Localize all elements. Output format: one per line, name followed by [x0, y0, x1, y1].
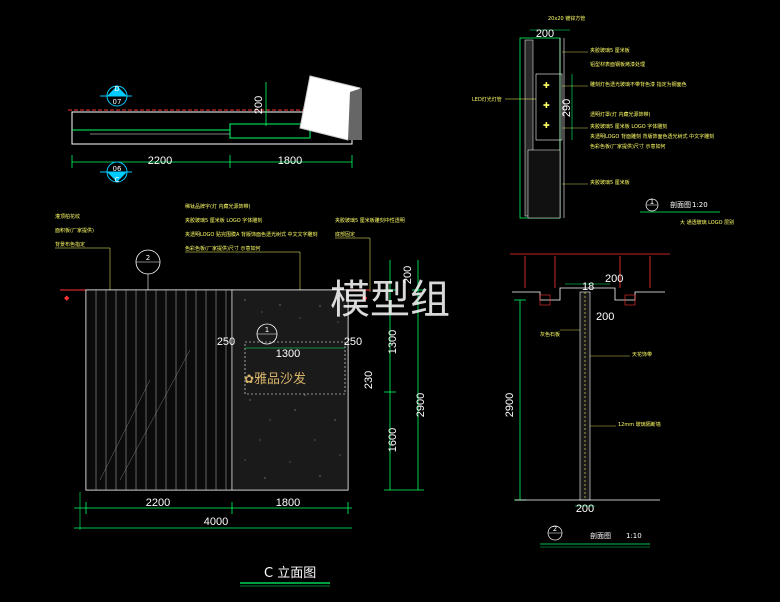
sec1-marker: 1	[650, 198, 654, 206]
sec1-bottom-note: 大 通透玻璃 LOGO 层别	[680, 219, 734, 226]
elevation-notes-mid: 稀钛品牌字(灯 内藏光源饰带) 夹胶玻璃5 厘米板 LOGO 字体雕刻 夹透明L…	[185, 203, 318, 300]
sec1-dim-top: 200	[536, 28, 554, 40]
elevation-notes-right: 夹胶玻璃5 厘米板雕刻中性透明 底部固定	[335, 217, 405, 292]
elev-dim-inner-w: 1300	[276, 348, 300, 360]
elev-note-left-0: 灌顶柏花纹	[55, 213, 80, 220]
sec1-note-2: 雕刻灯色透光玻璃不带背色漆 指定为钢面色	[590, 81, 687, 88]
sec2-scale: 1:10	[626, 532, 642, 540]
plan-dim-right: 1800	[278, 155, 302, 167]
left-panel-hatch	[95, 290, 227, 490]
sec1-note-4: 夹胶玻璃5 厘米板 LOGO 字体雕刻	[590, 123, 667, 130]
sec1-title: 剖面图	[670, 200, 691, 209]
elev-note-mid-0: 稀钛品牌字(灯 内藏光源饰带)	[185, 203, 251, 210]
elev-dim-v-total: 2900	[415, 393, 427, 417]
right-panel-texture	[244, 299, 341, 479]
led-mark-3-icon: ✚	[543, 121, 550, 130]
logo-emblem-icon: ✿	[244, 372, 254, 386]
led-mark-2-icon: ✚	[543, 101, 550, 110]
section-view-2: 200 18 200 2900 200 灰色石板 天花饰带 12mm 玻璃隔断墙…	[504, 253, 670, 548]
plan-view: 200 2200 1800 D 07 06 C	[68, 75, 362, 184]
elev-note-left-2: 背景布色指定	[55, 241, 85, 248]
elev-dim-v-top: 200	[402, 266, 414, 284]
sec2-dim-side: 2900	[504, 393, 516, 417]
sec2-dim-base: 200	[576, 503, 594, 515]
logo-text: 雅品沙发	[254, 371, 306, 387]
sec1-side-label: LED灯光灯管	[472, 96, 502, 103]
sec1-scale: 1:20	[692, 201, 708, 209]
watermark-text: 模型组	[330, 277, 450, 323]
sec1-note-0: 夹胶玻璃5 厘米板	[590, 47, 630, 54]
elevation-notes-left: 灌顶柏花纹 面积板(厂家提供) 背景布色指定	[55, 213, 111, 296]
sec1-note-1: 铝型材表面钢板烤漆处理	[590, 61, 645, 68]
elev-note-left-1: 面积板(厂家提供)	[55, 227, 94, 234]
sec2-dim-base-top: 200	[596, 311, 614, 323]
elev-dim-inner-r: 250	[344, 336, 362, 348]
elev-dim-inner-h: 230	[363, 371, 375, 389]
elev-marker-a: 2	[146, 254, 150, 262]
sec2-note-2: 12mm 玻璃隔断墙	[618, 421, 661, 428]
sec2-title: 剖面图	[590, 531, 611, 540]
elev-dim-left: 2200	[146, 497, 170, 509]
sec1-note-5: 夹透明LOGO 背面雕刻 背版饰面色透光树式 中文字雕刻	[590, 133, 714, 140]
sec2-note-1: 天花饰带	[632, 351, 652, 358]
elev-note-right-1: 底部固定	[335, 231, 355, 238]
sec1-note-6: 色彩色板(厂家提供)尺寸 示意如何	[590, 143, 666, 150]
sec2-dim-top: 200	[605, 273, 623, 285]
elev-note-mid-3: 色彩色板(厂家提供)尺寸 示意如何	[185, 245, 261, 252]
sec1-dim-mid: 290	[561, 99, 573, 117]
elev-dim-v-low: 1600	[387, 428, 399, 452]
elevation-view: 灌顶柏花纹 面积板(厂家提供) 背景布色指定 稀钛品牌字(灯 内藏光源饰带) 夹…	[55, 203, 427, 587]
elev-note-mid-1: 夹胶玻璃5 厘米板 LOGO 字体雕刻	[185, 217, 262, 224]
sec1-note-3: 透明灯罩(灯 内藏光源饰带)	[590, 111, 651, 118]
sec2-dim-small: 18	[582, 281, 594, 293]
sec2-notes: 灰色石板 天花饰带 12mm 玻璃隔断墙	[540, 329, 661, 428]
sec1-notes: 夹胶玻璃5 厘米板 铝型材表面钢板烤漆处理 雕刻灯色透光玻璃不带背色漆 指定为钢…	[562, 47, 714, 186]
sec2-note-0: 灰色石板	[540, 331, 560, 338]
section-view-1: 20x20 镀锌方管 200 ✚ ✚ ✚ 290 LED灯光灯管 夹胶玻璃5 厘…	[472, 15, 734, 226]
elev-dim-right: 1800	[276, 497, 300, 509]
led-mark-1-icon: ✚	[543, 81, 550, 90]
elevation-title: C 立面图	[264, 566, 316, 581]
plan-marker-top-num: D	[114, 85, 119, 93]
plan-marker-bottom-num: 06	[113, 165, 122, 173]
elev-dim-total: 4000	[204, 516, 228, 528]
elev-dim-inner-l: 250	[217, 336, 235, 348]
sec1-top-note: 20x20 镀锌方管	[548, 15, 585, 22]
ceiling-mark-left: ◆	[64, 294, 70, 302]
elev-note-mid-2: 夹透明LOGO 贴完围膜A 背版饰面色透光树式 中文文字雕刻	[185, 231, 318, 238]
plan-marker-bottom-sheet: C	[115, 176, 120, 184]
elev-marker-b: 1	[265, 326, 269, 334]
sec2-marker: 2	[553, 525, 557, 533]
elev-note-right-0: 夹胶玻璃5 厘米板雕刻中性透明	[335, 217, 405, 224]
elev-dim-v-mid: 1300	[387, 330, 399, 354]
plan-dim-left: 2200	[148, 155, 172, 167]
plan-marker-top-sheet: 07	[113, 98, 122, 106]
ceiling-mark-right: ◆	[362, 294, 368, 302]
sec1-note-7: 夹胶玻璃5 厘米板	[590, 179, 630, 186]
plan-dim-height: 200	[253, 96, 265, 114]
